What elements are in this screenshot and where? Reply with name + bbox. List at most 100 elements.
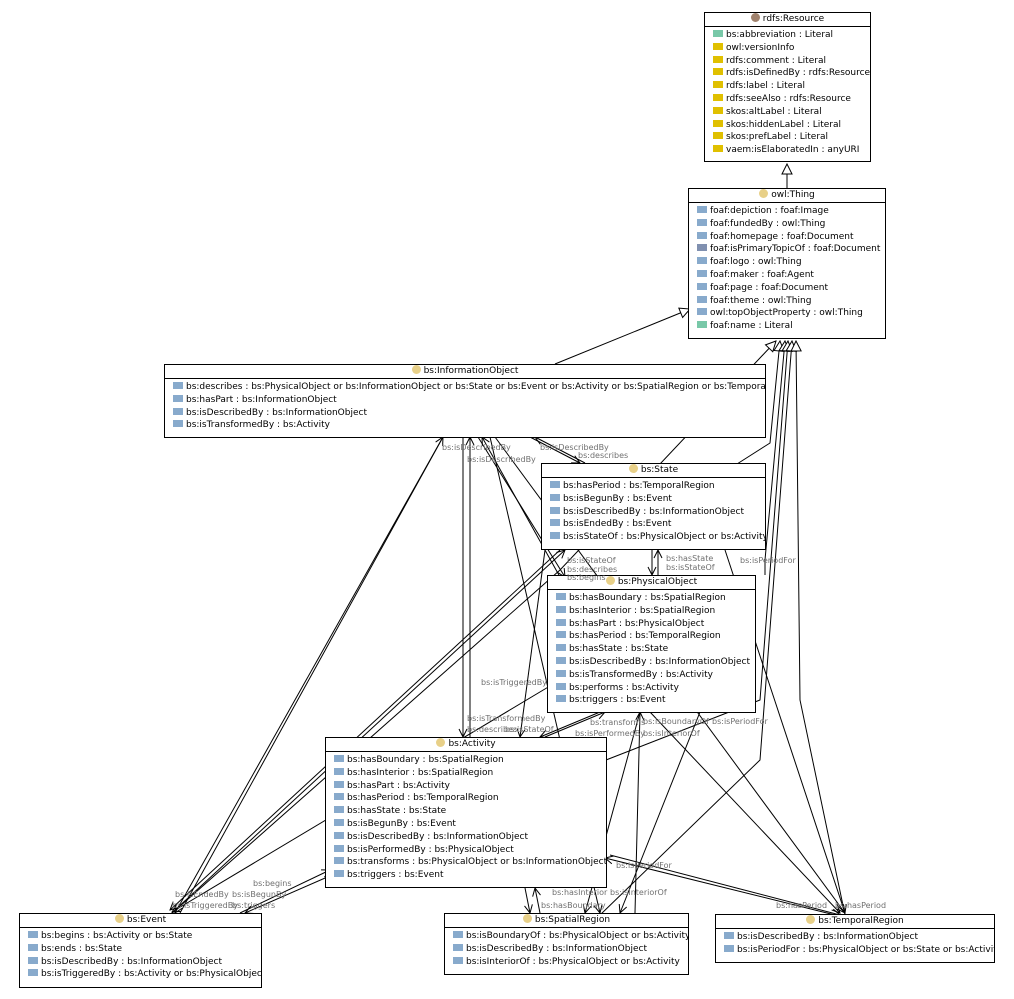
attribute-item[interactable]: bs:describes : bs:PhysicalObject or bs:I… bbox=[173, 381, 765, 394]
edge-label: bs:isPeriodFor bbox=[616, 861, 672, 870]
attribute-item[interactable]: skos:altLabel : Literal bbox=[713, 106, 870, 119]
attribute-item[interactable]: bs:abbreviation : Literal bbox=[713, 29, 870, 42]
attribute-label: bs:hasPeriod : bs:TemporalRegion bbox=[347, 793, 499, 804]
attribute-item[interactable]: skos:prefLabel : Literal bbox=[713, 131, 870, 144]
attribute-label: bs:isTransformedBy : bs:Activity bbox=[569, 669, 713, 680]
attribute-item[interactable]: bs:isTransformedBy : bs:Activity bbox=[556, 669, 755, 682]
object-property-icon bbox=[550, 506, 560, 514]
attribute-item[interactable]: bs:triggers : bs:Event bbox=[556, 694, 755, 707]
attribute-item[interactable]: foaf:isPrimaryTopicOf : foaf:Document bbox=[697, 243, 885, 256]
attribute-item[interactable]: bs:isDescribedBy : bs:InformationObject bbox=[334, 831, 606, 844]
attribute-item[interactable]: bs:isBegunBy : bs:Event bbox=[334, 818, 606, 831]
attribute-label: bs:begins : bs:Activity or bs:State bbox=[41, 931, 193, 941]
attribute-item[interactable]: owl:versionInfo bbox=[713, 42, 870, 55]
attribute-item[interactable]: bs:isPerformedBy : bs:PhysicalObject bbox=[334, 844, 606, 857]
attribute-item[interactable]: foaf:logo : owl:Thing bbox=[697, 256, 885, 269]
edge-label: bs:isPeriodFor bbox=[712, 717, 768, 726]
attribute-item[interactable]: bs:begins : bs:Activity or bs:State bbox=[28, 930, 261, 943]
attribute-item[interactable]: bs:isBegunBy : bs:Event bbox=[550, 493, 765, 506]
attribute-item[interactable]: foaf:page : foaf:Document bbox=[697, 282, 885, 295]
attribute-item[interactable]: vaem:isElaboratedIn : anyURI bbox=[713, 144, 870, 157]
object-property-icon bbox=[334, 831, 344, 839]
attribute-item[interactable]: bs:isTriggeredBy : bs:Activity or bs:Phy… bbox=[28, 968, 261, 981]
attribute-item[interactable]: foaf:homepage : foaf:Document bbox=[697, 231, 885, 244]
attribute-label: bs:hasBoundary : bs:SpatialRegion bbox=[347, 755, 504, 765]
attribute-item[interactable]: bs:isDescribedBy : bs:InformationObject bbox=[556, 656, 755, 669]
attribute-item[interactable]: bs:isEndedBy : bs:Event bbox=[550, 518, 765, 531]
attribute-item[interactable]: bs:hasState : bs:State bbox=[334, 805, 606, 818]
attribute-item[interactable]: foaf:depiction : foaf:Image bbox=[697, 205, 885, 218]
object-property-icon bbox=[697, 295, 707, 303]
attribute-item[interactable]: foaf:maker : foaf:Agent bbox=[697, 269, 885, 282]
object-property-icon bbox=[334, 806, 344, 814]
attribute-item[interactable]: rdfs:label : Literal bbox=[713, 80, 870, 93]
attribute-item[interactable]: bs:isStateOf : bs:PhysicalObject or bs:A… bbox=[550, 531, 765, 544]
object-property-icon bbox=[453, 943, 463, 951]
attribute-item[interactable]: foaf:name : Literal bbox=[697, 320, 885, 333]
attribute-item[interactable]: rdfs:comment : Literal bbox=[713, 55, 870, 68]
attribute-item[interactable]: bs:isDescribedBy : bs:InformationObject bbox=[550, 506, 765, 519]
attribute-item[interactable]: skos:hiddenLabel : Literal bbox=[713, 119, 870, 132]
attribute-item[interactable]: bs:isInteriorOf : bs:PhysicalObject or b… bbox=[453, 956, 688, 969]
attribute-item[interactable]: foaf:theme : owl:Thing bbox=[697, 295, 885, 308]
attribute-item[interactable]: bs:isDescribedBy : bs:InformationObject bbox=[724, 931, 994, 944]
attribute-item[interactable]: bs:isDescribedBy : bs:InformationObject bbox=[453, 943, 688, 956]
attribute-item[interactable]: bs:triggers : bs:Event bbox=[334, 869, 606, 882]
subclass-edge-activity-thing bbox=[605, 341, 788, 761]
attribute-item[interactable]: bs:hasPeriod : bs:TemporalRegion bbox=[556, 630, 755, 643]
class-box-activity[interactable]: bs:Activity bs:hasBoundary : bs:SpatialRe… bbox=[325, 737, 607, 888]
attribute-label: bs:hasInterior : bs:SpatialRegion bbox=[347, 767, 494, 778]
attribute-label: bs:hasPart : bs:InformationObject bbox=[186, 394, 337, 405]
attribute-item[interactable]: bs:hasPart : bs:Activity bbox=[334, 780, 606, 793]
attribute-item[interactable]: bs:hasBoundary : bs:SpatialRegion bbox=[556, 592, 755, 605]
edge-label: bs:hasBoundary bbox=[541, 901, 606, 910]
attribute-item[interactable]: bs:hasInterior : bs:SpatialRegion bbox=[334, 767, 606, 780]
attribute-label: foaf:maker : foaf:Agent bbox=[710, 269, 814, 280]
edge-label: bs:isDescribedBy bbox=[540, 443, 609, 452]
attribute-item[interactable]: bs:hasPeriod : bs:TemporalRegion bbox=[550, 480, 765, 493]
attribute-item[interactable]: bs:hasState : bs:State bbox=[556, 643, 755, 656]
attribute-item[interactable]: rdfs:seeAlso : rdfs:Resource bbox=[713, 93, 870, 106]
attribute-label: foaf:fundedBy : owl:Thing bbox=[710, 218, 826, 229]
edge-label: bs:hasPeriod bbox=[776, 901, 828, 910]
edge-label: bs:isBoundaryOf bbox=[643, 717, 709, 726]
class-icon bbox=[411, 365, 421, 374]
edge-label: bs:isPerformedBy bbox=[575, 729, 645, 738]
attribute-item[interactable]: bs:hasPeriod : bs:TemporalRegion bbox=[334, 792, 606, 805]
attribute-item[interactable]: bs:isPeriodFor : bs:PhysicalObject or bs… bbox=[724, 944, 994, 957]
object-property-icon bbox=[173, 407, 183, 415]
attribute-item[interactable]: bs:ends : bs:State bbox=[28, 943, 261, 956]
attribute-item[interactable]: bs:isDescribedBy : bs:InformationObject bbox=[28, 956, 261, 969]
attribute-item[interactable]: rdfs:isDefinedBy : rdfs:Resource bbox=[713, 67, 870, 80]
attribute-item[interactable]: bs:isBoundaryOf : bs:PhysicalObject or b… bbox=[453, 930, 688, 943]
attribute-item[interactable]: foaf:fundedBy : owl:Thing bbox=[697, 218, 885, 231]
attribute-item[interactable]: owl:topObjectProperty : owl:Thing bbox=[697, 307, 885, 320]
literal-property-icon bbox=[713, 30, 723, 37]
annotation-property-icon bbox=[713, 42, 723, 50]
object-property-icon bbox=[334, 767, 344, 775]
attribute-item[interactable]: bs:transforms : bs:PhysicalObject or bs:… bbox=[334, 856, 606, 869]
attribute-item[interactable]: bs:performs : bs:Activity bbox=[556, 682, 755, 695]
attribute-item[interactable]: bs:isDescribedBy : bs:InformationObject bbox=[173, 407, 765, 420]
attribute-label: owl:topObjectProperty : owl:Thing bbox=[710, 308, 863, 319]
class-icon bbox=[522, 914, 532, 923]
attribute-item[interactable]: bs:hasPart : bs:PhysicalObject bbox=[556, 618, 755, 631]
object-property-icon bbox=[556, 682, 566, 690]
class-title: bs:Activity bbox=[448, 739, 496, 749]
attribute-item[interactable]: bs:isTransformedBy : bs:Activity bbox=[173, 419, 765, 432]
attribute-label: bs:isDescribedBy : bs:InformationObject bbox=[466, 943, 647, 954]
attribute-label: bs:isPeriodFor : bs:PhysicalObject or bs… bbox=[737, 944, 994, 955]
attribute-item[interactable]: bs:hasInterior : bs:SpatialRegion bbox=[556, 605, 755, 618]
attribute-item[interactable]: bs:hasPart : bs:InformationObject bbox=[173, 394, 765, 407]
attribute-item[interactable]: bs:hasBoundary : bs:SpatialRegion bbox=[334, 754, 606, 767]
